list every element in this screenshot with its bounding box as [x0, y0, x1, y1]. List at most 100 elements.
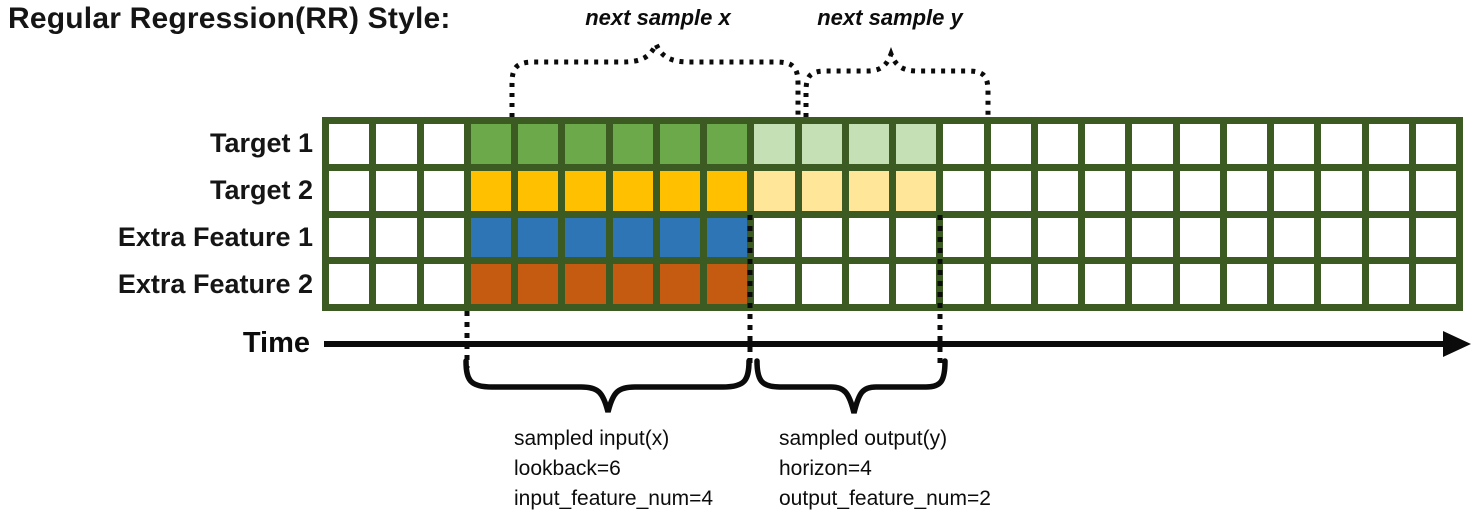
grid-cell-empty: [376, 264, 417, 304]
grid-cell-input: [518, 170, 559, 211]
horizon-value: horizon=4: [779, 457, 872, 480]
grid-cell-input: [565, 170, 606, 211]
grid-cell-output: [801, 124, 842, 164]
grid-cell-empty: [423, 170, 464, 211]
grid-cell-input: [565, 264, 606, 304]
output-feature-num-value: output_feature_num=2: [779, 487, 991, 510]
grid-cell-empty: [1415, 217, 1456, 258]
grid-cell-empty: [329, 264, 370, 304]
grid-cell-empty: [896, 217, 937, 258]
grid-cell-input: [707, 124, 748, 164]
grid-cell-empty: [943, 170, 984, 211]
grid-cell-output: [896, 124, 937, 164]
grid-cell-empty: [848, 264, 889, 304]
next-sample-y-label: next sample y: [817, 5, 963, 30]
grid-cell-empty: [990, 170, 1031, 211]
grid-cell-input: [470, 217, 511, 258]
grid-cell-empty: [1132, 264, 1173, 304]
grid-cell-input: [518, 124, 559, 164]
sampled-output-brace: [754, 358, 948, 414]
grid-cell-output: [754, 170, 795, 211]
grid-row: [329, 170, 1456, 211]
sampled-output-annotation: sampled output(y) horizon=4 output_featu…: [779, 424, 991, 514]
sampled-output-title: sampled output(y): [779, 427, 948, 450]
grid-cell-empty: [1226, 170, 1267, 211]
grid-cell-empty: [329, 124, 370, 164]
grid-cell-output: [848, 124, 889, 164]
row-label: Extra Feature 1: [117, 221, 313, 252]
grid-cell-empty: [1085, 124, 1126, 164]
grid-cell-empty: [1226, 217, 1267, 258]
grid-cell-input: [470, 124, 511, 164]
row-label: Target 2: [209, 175, 313, 206]
grid-cell-empty: [896, 264, 937, 304]
grid: [322, 117, 1463, 311]
grid-cell-empty: [1132, 217, 1173, 258]
grid-cell-empty: [1368, 170, 1409, 211]
input-feature-num-value: input_feature_num=4: [514, 487, 714, 510]
grid-cell-input: [659, 170, 700, 211]
grid-cell-empty: [329, 217, 370, 258]
grid-cell-empty: [1179, 264, 1220, 304]
grid-cell-empty: [1085, 217, 1126, 258]
grid-cell-empty: [1274, 264, 1315, 304]
sampled-input-brace: [463, 358, 752, 413]
grid-cell-empty: [848, 217, 889, 258]
grid-cell-input: [612, 170, 653, 211]
grid-cell-empty: [1321, 124, 1362, 164]
grid-cell-empty: [801, 264, 842, 304]
grid-cell-input: [612, 264, 653, 304]
grid-cell-empty: [423, 124, 464, 164]
grid-cell-empty: [1274, 124, 1315, 164]
grid-cell-empty: [1368, 264, 1409, 304]
grid-cell-output: [754, 124, 795, 164]
next-sample-y-brace: [803, 47, 991, 117]
grid-cell-empty: [423, 217, 464, 258]
row-label: Extra Feature 2: [117, 268, 313, 299]
grid-cell-empty: [754, 264, 795, 304]
grid-cell-empty: [801, 217, 842, 258]
grid-cell-empty: [1037, 264, 1078, 304]
grid-cell-empty: [1274, 217, 1315, 258]
grid-cell-empty: [1179, 124, 1220, 164]
grid-cell-empty: [1226, 124, 1267, 164]
grid-cell-input: [707, 170, 748, 211]
grid-cell-empty: [943, 124, 984, 164]
grid-cell-input: [612, 217, 653, 258]
grid-cell-empty: [1415, 264, 1456, 304]
grid-cell-empty: [376, 124, 417, 164]
grid-cell-empty: [1132, 124, 1173, 164]
grid-cell-input: [707, 217, 748, 258]
grid-cell-output: [801, 170, 842, 211]
time-axis-arrowhead-icon: [1443, 331, 1471, 357]
grid-cell-empty: [376, 170, 417, 211]
grid-cell-empty: [1368, 217, 1409, 258]
grid-cell-empty: [1179, 217, 1220, 258]
grid-cell-empty: [1274, 170, 1315, 211]
row-label: Target 1: [209, 128, 313, 159]
grid-cell-empty: [1037, 217, 1078, 258]
grid-cell-empty: [329, 170, 370, 211]
grid-cell-empty: [990, 264, 1031, 304]
grid-cell-empty: [1321, 170, 1362, 211]
grid-row: [329, 124, 1456, 164]
diagram-title: Regular Regression(RR) Style:: [8, 2, 451, 35]
sampled-input-title: sampled input(x): [514, 427, 670, 450]
grid-cell-input: [518, 264, 559, 304]
grid-cell-empty: [1037, 124, 1078, 164]
next-sample-x-brace: [509, 37, 801, 117]
grid-cell-empty: [1085, 264, 1126, 304]
grid-cell-empty: [1179, 170, 1220, 211]
grid-cell-empty: [1226, 264, 1267, 304]
grid-cell-empty: [990, 124, 1031, 164]
grid-cell-input: [518, 217, 559, 258]
grid-cell-input: [612, 124, 653, 164]
grid-cell-empty: [990, 217, 1031, 258]
grid-cell-empty: [1415, 124, 1456, 164]
time-axis-label: Time: [242, 327, 310, 359]
grid-cell-output: [896, 170, 937, 211]
grid-cell-output: [848, 170, 889, 211]
grid-cell-input: [707, 264, 748, 304]
grid-cell-empty: [754, 217, 795, 258]
